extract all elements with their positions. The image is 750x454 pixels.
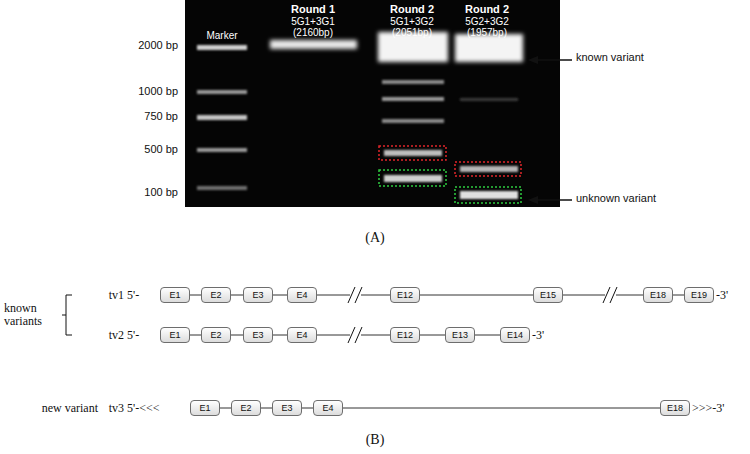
exon-box: E14: [500, 327, 530, 343]
exon-box: E13: [445, 327, 475, 343]
annotation-text: unknown variant: [576, 193, 656, 205]
exon-label: E12: [397, 291, 413, 300]
ladder-size: 100 bp: [144, 187, 178, 199]
exon-box: E3: [272, 400, 302, 416]
lane-header: (1957bp): [467, 28, 507, 38]
exon-box: E1: [190, 400, 220, 416]
ladder-size: 1000 bp: [138, 86, 178, 98]
intron-line: [231, 335, 243, 336]
annotation-text: -3': [716, 289, 728, 302]
exon-label: E18: [650, 291, 666, 300]
annotation-text: -3': [532, 329, 544, 342]
exon-box: E12: [390, 287, 420, 303]
exon-box: E18: [660, 400, 690, 416]
exon-label: E3: [252, 291, 263, 300]
intron-line: [220, 408, 231, 409]
annotation-text: 5'-: [127, 289, 139, 302]
intron-line: [420, 295, 533, 296]
exon-label: E1: [169, 331, 180, 340]
exon-label: E14: [507, 331, 523, 340]
ladder-size: 750 bp: [144, 111, 178, 123]
exon-label: E2: [210, 291, 221, 300]
exon-box: E15: [533, 287, 563, 303]
annotation-text: 5'-<<<: [127, 402, 159, 415]
exon-box: E4: [313, 400, 343, 416]
lane-header: Round 2: [390, 4, 434, 15]
panel-label: (A): [365, 231, 384, 246]
exon-box: E19: [684, 287, 714, 303]
exon-label: E2: [240, 404, 251, 413]
annotation-text: new variant: [42, 402, 98, 415]
annotation-text: known variant: [576, 52, 644, 64]
annotation-text: tv3: [109, 402, 124, 415]
annotation-text: 5'-: [127, 329, 139, 342]
exon-label: E4: [296, 331, 307, 340]
intron-line: [190, 335, 201, 336]
exon-label: E2: [210, 331, 221, 340]
gel-image: Marker Round 1 5G1+3G1(2160bp) Round 2 5G1+3…: [185, 0, 560, 207]
lane-label: Marker: [206, 31, 237, 41]
exon-box: E18: [643, 287, 673, 303]
lane-header: Round 1: [291, 4, 335, 15]
exon-box: E3: [243, 287, 273, 303]
intron-line: [302, 408, 313, 409]
lane-header: 5G1+3G2: [390, 17, 434, 27]
ladder-size: 500 bp: [144, 144, 178, 156]
exon-label: E1: [199, 404, 210, 413]
exon-label: E15: [540, 291, 556, 300]
annotation-text: tv2: [109, 329, 124, 342]
exon-label: E12: [397, 331, 413, 340]
lane-header: 5G1+3G1: [291, 17, 335, 27]
intron-line: [673, 295, 684, 296]
exon-box: E12: [390, 327, 420, 343]
exon-label: E3: [252, 331, 263, 340]
exon-box: E2: [201, 327, 231, 343]
exon-box: E1: [160, 287, 190, 303]
intron-line: [273, 295, 287, 296]
lane-header: 5G2+3G2: [465, 17, 509, 27]
exon-box: E2: [201, 287, 231, 303]
exon-label: E19: [691, 291, 707, 300]
lane-header: (2051bp): [392, 28, 432, 38]
annotation-text: known variants: [4, 302, 62, 327]
exon-box: E4: [287, 327, 317, 343]
exon-box: E3: [243, 327, 273, 343]
ladder-size: 2000 bp: [138, 40, 178, 52]
exon-label: E13: [452, 331, 468, 340]
lane-header: (2160bp): [293, 28, 333, 38]
intron-line: [563, 295, 643, 296]
panel-label: (B): [366, 433, 385, 448]
intron-line: [343, 408, 660, 409]
lane-header: Round 2: [465, 4, 509, 15]
intron-line: [273, 335, 287, 336]
intron-line: [190, 295, 201, 296]
exon-label: E1: [169, 291, 180, 300]
intron-line: [475, 335, 500, 336]
exon-label: E4: [296, 291, 307, 300]
exon-box: E2: [231, 400, 261, 416]
annotation-text: >>>-3': [692, 402, 724, 415]
annotation-text: tv1: [109, 289, 124, 302]
intron-line: [231, 295, 243, 296]
intron-line: [261, 408, 272, 409]
exon-label: E18: [667, 404, 683, 413]
exon-label: E3: [281, 404, 292, 413]
exon-box: E4: [287, 287, 317, 303]
exon-box: E1: [160, 327, 190, 343]
exon-label: E4: [322, 404, 333, 413]
intron-line: [420, 335, 445, 336]
